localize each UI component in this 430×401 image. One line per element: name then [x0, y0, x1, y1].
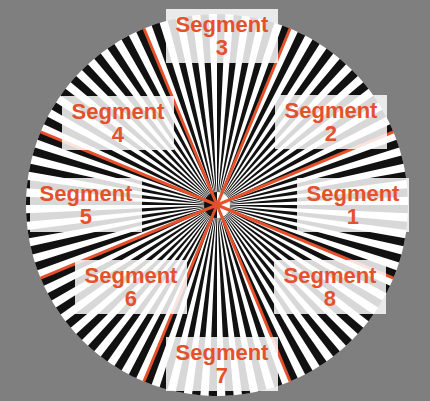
segment-label-box: Segment 7	[166, 337, 279, 391]
segment-label-box: Segment 3	[166, 9, 279, 63]
segment-label: Segment 2	[285, 99, 378, 145]
segment-label-box: Segment 1	[297, 178, 410, 232]
segment-label: Segment 1	[307, 182, 400, 228]
segment-label: Segment 3	[176, 13, 269, 59]
segment-label: Segment 7	[176, 341, 269, 387]
segment-label: Segment 8	[284, 264, 377, 310]
segment-label-box: Segment 4	[62, 96, 175, 150]
segment-label: Segment 4	[72, 100, 165, 146]
star-disc	[26, 14, 408, 396]
segment-label-box: Segment 8	[274, 260, 387, 314]
star-group	[26, 14, 408, 396]
segment-label-box: Segment 2	[275, 95, 388, 149]
segment-label: Segment 5	[40, 182, 133, 228]
segment-label: Segment 6	[85, 264, 178, 310]
segment-label-box: Segment 5	[30, 178, 143, 232]
segment-label-box: Segment 6	[75, 260, 188, 314]
